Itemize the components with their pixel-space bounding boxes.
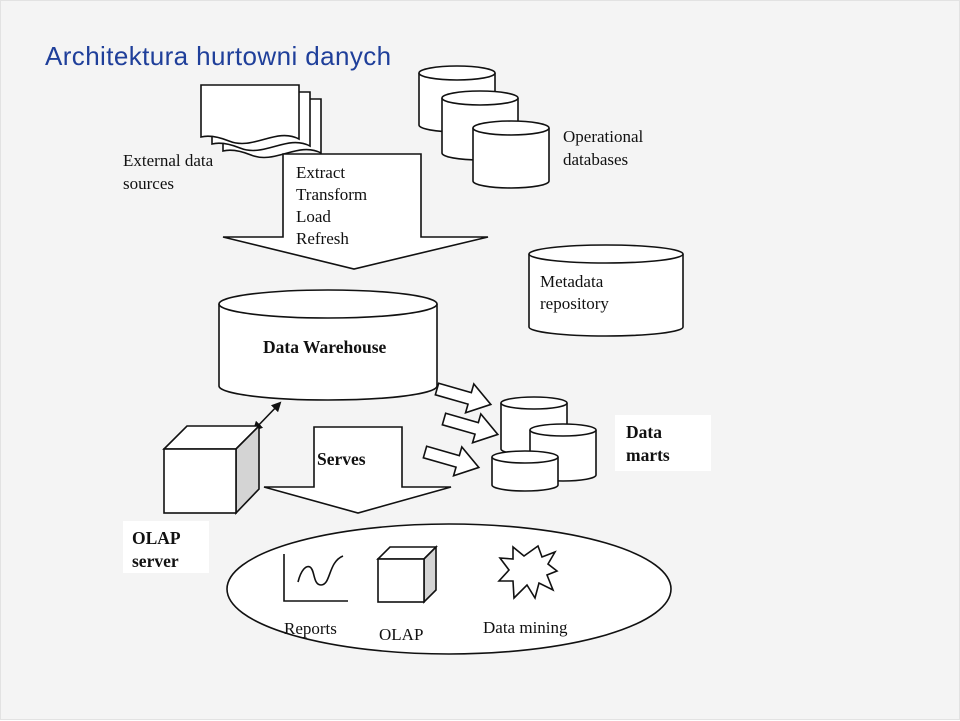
olap-server-label-box: OLAP server xyxy=(123,521,209,573)
etl-load: Load xyxy=(296,207,331,226)
metadata-line2: repository xyxy=(540,294,609,313)
data-warehouse-label: Data Warehouse xyxy=(263,337,387,357)
olap-server-line1: OLAP xyxy=(132,528,181,548)
data-marts-line2: marts xyxy=(626,445,670,465)
data-mining-label: Data mining xyxy=(483,618,568,637)
reports-chart-icon xyxy=(283,554,348,602)
operational-databases-icon xyxy=(418,65,550,189)
olap-server-line2: server xyxy=(132,551,179,571)
data-mining-burst-icon xyxy=(497,544,559,601)
etl-refresh: Refresh xyxy=(296,229,349,248)
data-marts-label-box: Data marts xyxy=(615,415,711,471)
olap-label: OLAP xyxy=(379,625,423,644)
serves-label: Serves xyxy=(317,449,366,469)
data-mart-arrows xyxy=(422,382,500,478)
external-sources-label: External data sources xyxy=(123,151,214,193)
documents-icon xyxy=(200,84,322,159)
slide-title: Architektura hurtowni danych xyxy=(45,41,391,71)
etl-extract: Extract xyxy=(296,163,345,182)
external-sources-line2: sources xyxy=(123,174,174,193)
reports-label: Reports xyxy=(284,619,337,638)
serves-arrow: Serves xyxy=(263,426,452,514)
etl-transform: Transform xyxy=(296,185,367,204)
olap-cube-icon xyxy=(376,545,438,604)
data-marts-line1: Data xyxy=(626,422,662,442)
etl-arrow: Extract Transform Load Refresh xyxy=(222,153,489,270)
data-warehouse: Data Warehouse xyxy=(218,289,438,401)
operational-databases-line1: Operational xyxy=(563,127,644,146)
olap-server-cube xyxy=(162,424,261,515)
operational-databases-line2: databases xyxy=(563,150,628,169)
external-sources-line1: External data xyxy=(123,151,214,170)
data-marts-icon xyxy=(491,396,597,492)
metadata-line1: Metadata xyxy=(540,272,604,291)
front-end-tools-ellipse xyxy=(226,523,672,655)
metadata-repository: Metadata repository xyxy=(528,244,684,337)
